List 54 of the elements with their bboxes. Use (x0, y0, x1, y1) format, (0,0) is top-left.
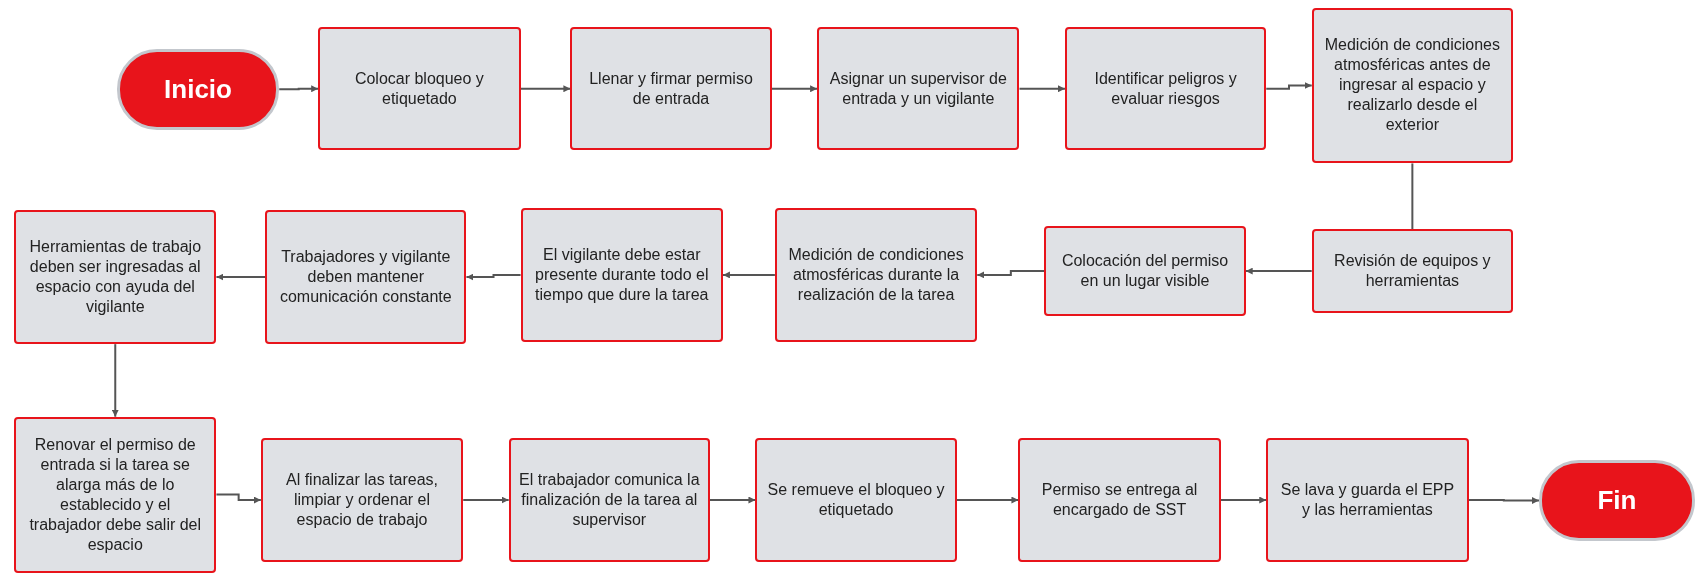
arrow (465, 273, 522, 281)
step-text: Asignar un supervisor de entrada y un vigilante (828, 68, 1008, 109)
step-text: El vigilante debe estar presente durante todo el tiempo que dure la tarea (534, 244, 710, 305)
arrow (1244, 267, 1313, 275)
process-box (520, 207, 723, 342)
step-text: Medición de condiciones atmosféricas antes de ingresar al espacio y realizarlo desde el exterior (1323, 35, 1501, 136)
terminal-label: Fin (1597, 485, 1637, 517)
process-box (817, 27, 1020, 151)
arrow (215, 273, 267, 281)
step-text: Se lava y guarda el EPP y las herramientas (1279, 480, 1456, 520)
step-text: Herramientas de trabajo deben ser ingresadas al espacio con ayuda del vigilante (28, 237, 203, 318)
arrow (111, 343, 119, 418)
arrow (215, 493, 262, 504)
step-text: Llenar y firmar permiso de entrada (588, 68, 754, 109)
arrow (278, 85, 320, 93)
arrow (1219, 496, 1268, 504)
step-text: Permiso se entrega al encargado de SST (1040, 480, 1199, 520)
step-text: Colocar bloqueo y etiquetado (353, 68, 485, 109)
step-text: Al finalizar las tareas, limpiar y ordenar el espacio de trabajo (284, 470, 440, 530)
arrow (462, 496, 510, 504)
step-text: Trabajadores y vigilante deben mantener comunicación constante (278, 247, 453, 308)
step-text: El trabajador comunica la finalización de la tarea al supervisor (518, 470, 700, 530)
process-box (265, 209, 467, 345)
process-box (1311, 7, 1513, 164)
process-box (1044, 226, 1246, 316)
arrow (976, 270, 1046, 279)
connector-line (1411, 162, 1414, 231)
process-box (260, 438, 464, 562)
process-box (774, 207, 978, 342)
terminal-label: Inicio (164, 73, 232, 105)
process-box (1311, 229, 1513, 313)
process-box (318, 27, 521, 151)
process-box (755, 438, 957, 562)
step-text: Identificar peligros y evaluar riesgos (1093, 68, 1238, 109)
arrow (1467, 497, 1540, 505)
arrow (519, 85, 572, 93)
arrow (1265, 82, 1313, 90)
process-box (508, 438, 710, 562)
process-box (1266, 438, 1469, 562)
process-box (14, 209, 217, 345)
arrow (1018, 85, 1066, 93)
step-text: Se remueve el bloqueo y etiquetado (766, 480, 946, 520)
arrow (708, 496, 757, 504)
step-text: Colocación del permiso en un lugar visible (1060, 251, 1230, 292)
process-box (1018, 438, 1221, 562)
arrow (955, 496, 1020, 504)
arrow (721, 271, 776, 279)
arrow (770, 85, 819, 93)
process-box (1064, 27, 1267, 151)
step-text: Revisión de equipos y herramientas (1333, 251, 1492, 292)
process-box (570, 27, 772, 151)
step-text: Renovar el permiso de entrada si la tarea se alarga más de lo establecido y el trabajador debe salir del espacio (28, 434, 203, 555)
step-text: Medición de condiciones atmosféricas durante la realización de la tarea (787, 244, 965, 305)
process-box (14, 416, 217, 573)
